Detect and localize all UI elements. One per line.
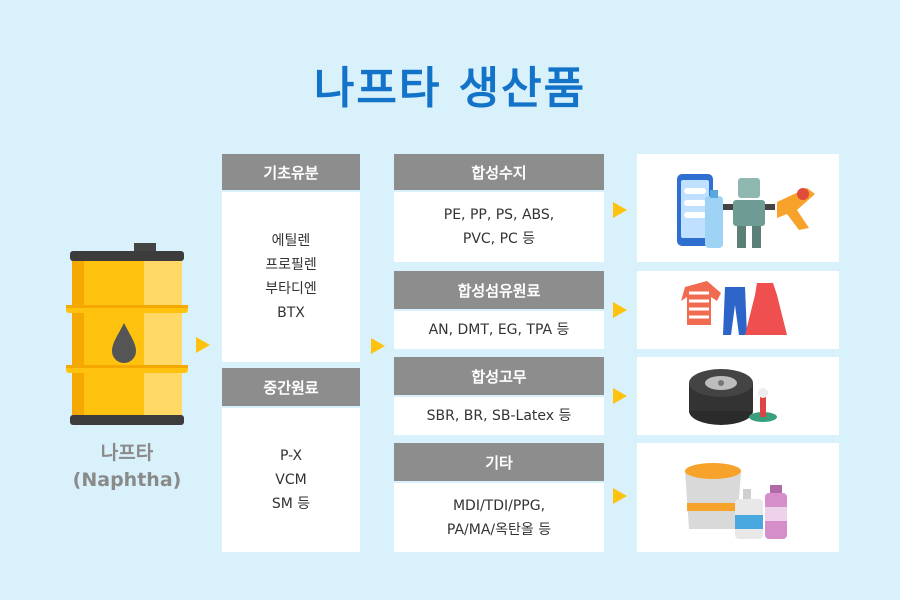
arrow-right-icon [371, 338, 385, 354]
product-line: AN, DMT, EG, TPA 등 [428, 322, 570, 338]
product-line: SBR, BR, SB-Latex 등 [426, 408, 572, 424]
paint-bucket-icon [637, 443, 839, 552]
product-header-fiber: 합성섬유원료 [394, 271, 604, 309]
product-header-other: 기타 [394, 443, 604, 481]
basic-header: 기초유분 [222, 154, 360, 190]
product-body-fiber: AN, DMT, EG, TPA 등 [394, 311, 604, 349]
arrow-right-icon [196, 337, 210, 353]
product-body-other: MDI/TDI/PPG, PA/MA/옥탄올 등 [394, 483, 604, 552]
arrow-right-icon [613, 388, 627, 404]
intermediate-item: VCM [275, 472, 307, 488]
oil-barrel-icon [66, 243, 188, 425]
arrow-right-icon [613, 488, 627, 504]
product-line: PVC, PC 등 [462, 231, 536, 247]
arrow-right-icon [613, 302, 627, 318]
arrow-right-icon [613, 202, 627, 218]
naphtha-label: 나프타 (Naphtha) [60, 440, 194, 494]
page-title: 나프타 생산품 [313, 63, 587, 114]
product-line: MDI/TDI/PPG, [452, 497, 546, 514]
tire-icon [637, 357, 839, 435]
intermediate-item: SM 등 [271, 496, 311, 512]
basic-item: 프로필렌 [265, 257, 317, 273]
plastic-products-icon [637, 154, 839, 262]
product-body-rubber: SBR, BR, SB-Latex 등 [394, 397, 604, 435]
product-line: PA/MA/옥탄올 등 [446, 521, 552, 538]
product-header-rubber: 합성고무 [394, 357, 604, 395]
basic-list: 에틸렌 프로필렌 부타디엔 BTX [222, 192, 360, 362]
naphtha-name: 나프타 [100, 442, 154, 464]
intermediate-item: P-X [279, 448, 303, 464]
clothing-icon [637, 271, 839, 349]
basic-item: 부타디엔 [265, 281, 317, 297]
product-body-resin: PE, PP, PS, ABS, PVC, PC 등 [394, 192, 604, 262]
naphtha-name-en: (Naphtha) [72, 469, 182, 491]
product-line: PE, PP, PS, ABS, [443, 207, 555, 223]
product-header-resin: 합성수지 [394, 154, 604, 190]
basic-item: 에틸렌 [271, 233, 311, 249]
intermediate-header: 중간원료 [222, 368, 360, 406]
basic-item: BTX [277, 305, 305, 321]
intermediate-list: P-X VCM SM 등 [222, 408, 360, 552]
